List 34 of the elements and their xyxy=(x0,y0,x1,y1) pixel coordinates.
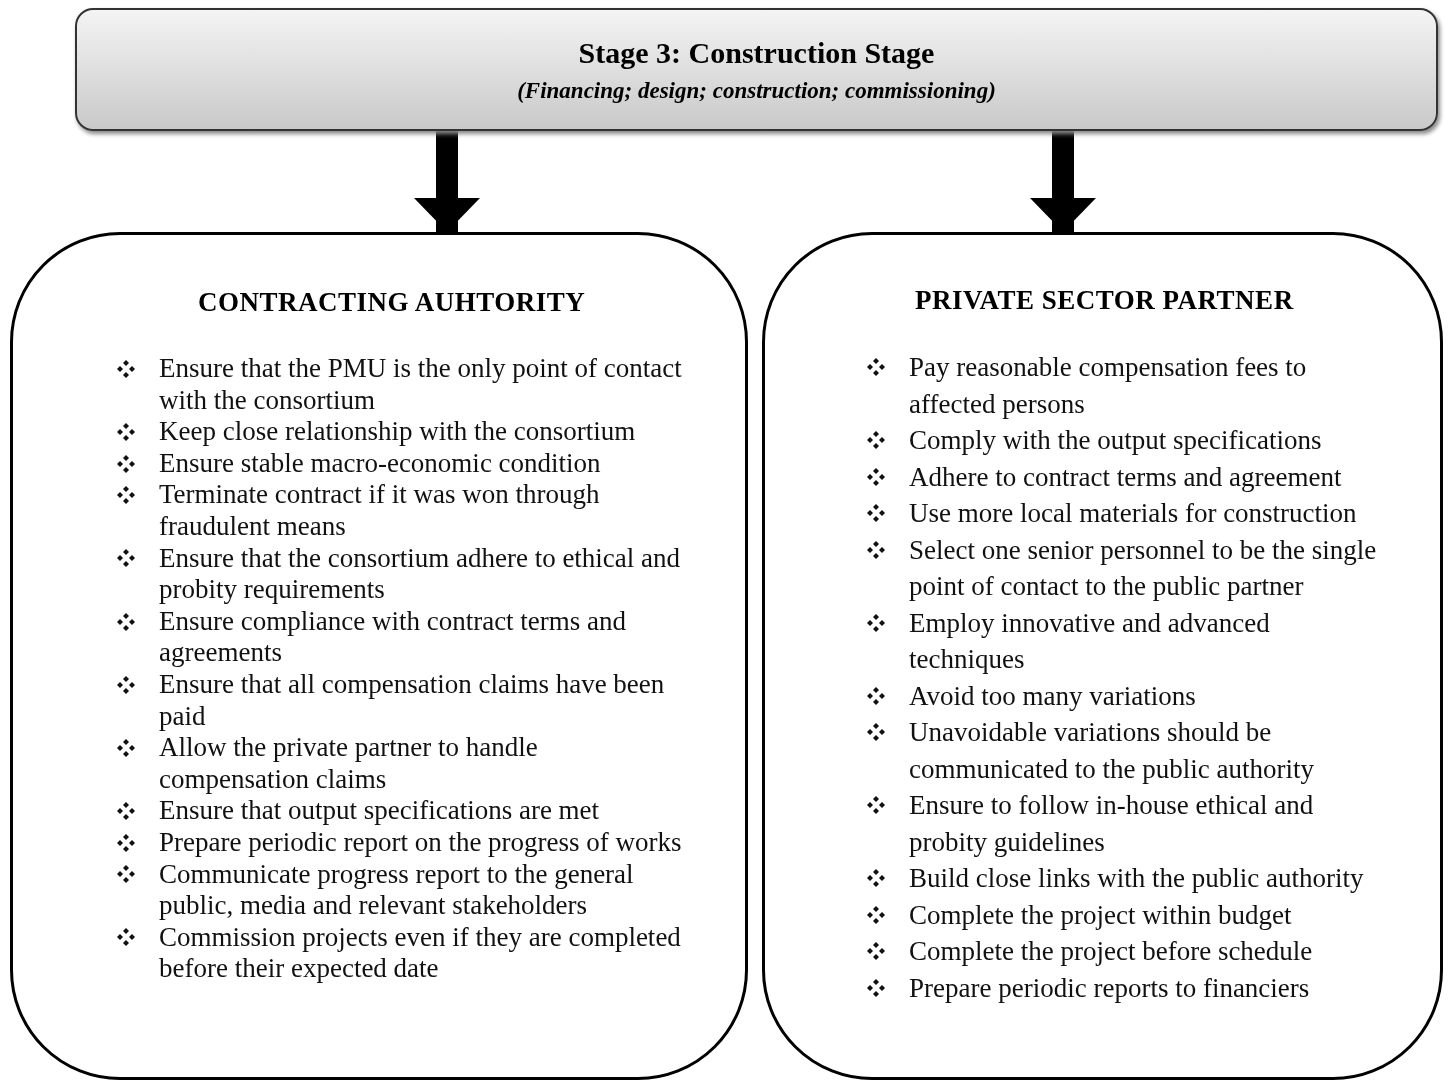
list-item: Ensure to follow in-house ethical and probity guidelines xyxy=(909,789,1315,859)
list-item: Unavoidable variations should be communicated to the public authority xyxy=(909,716,1315,786)
arrow xyxy=(414,131,480,232)
stage-header-box xyxy=(75,8,1438,131)
list-item: Commission projects even if they are completed before their expected date xyxy=(159,921,682,985)
list-item: Communicate progress report to the general public, media and relevant stakeholders xyxy=(159,858,635,922)
list-item: Complete the project before schedule xyxy=(909,935,1314,968)
list-item: Avoid too many variations xyxy=(909,679,1197,713)
list-item: Ensure compliance with contract terms and agreements xyxy=(159,605,628,669)
list-item: Ensure that the PMU is the only point of contact with the consortium xyxy=(159,353,683,417)
list-item: Complete the project within budget xyxy=(909,898,1293,932)
arrow xyxy=(1030,131,1096,232)
panel-heading: PRIVATE SECTOR PARTNER xyxy=(915,285,1294,316)
list-item: Comply with the output specifications xyxy=(909,424,1323,457)
list-item: Prepare periodic reports to financiers xyxy=(909,971,1311,1005)
list-item: Ensure stable macro-economic condition xyxy=(159,447,602,480)
list-item: Employ innovative and advanced techniques xyxy=(909,606,1271,676)
rounded-panel xyxy=(762,232,1443,1080)
list-item: Allow the private partner to handle compensation claims xyxy=(159,732,539,796)
list-item: Ensure that all compensation claims have been paid xyxy=(159,668,666,733)
list-item: Adhere to contract terms and agreement xyxy=(909,460,1343,494)
list-item: Terminate contract if it was won through fraudulent means xyxy=(159,479,601,543)
panel-heading: CONTRACTING AUHTORITY xyxy=(198,287,586,318)
stage-title: Stage 3: Construction Stage xyxy=(577,36,936,70)
list-item: Use more local materials for construction xyxy=(909,497,1358,530)
list-item: Build close links with the public authority xyxy=(909,862,1365,895)
list-item: Pay reasonable compensation fees to affected persons xyxy=(909,351,1308,421)
list-item: Select one senior personnel to be the single point of contact to the public partner xyxy=(909,533,1378,603)
list-item: Keep close relationship with the consortium xyxy=(159,416,637,448)
list-item: Ensure that output specifications are met xyxy=(159,795,601,827)
list-item: Ensure that the consortium adhere to ethical and probity requirements xyxy=(159,542,682,606)
stage-subtitle: (Financing; design; construction; commissioning) xyxy=(516,78,997,104)
rounded-panel xyxy=(10,232,748,1080)
list-item: Prepare periodic report on the progress of works xyxy=(159,826,683,859)
